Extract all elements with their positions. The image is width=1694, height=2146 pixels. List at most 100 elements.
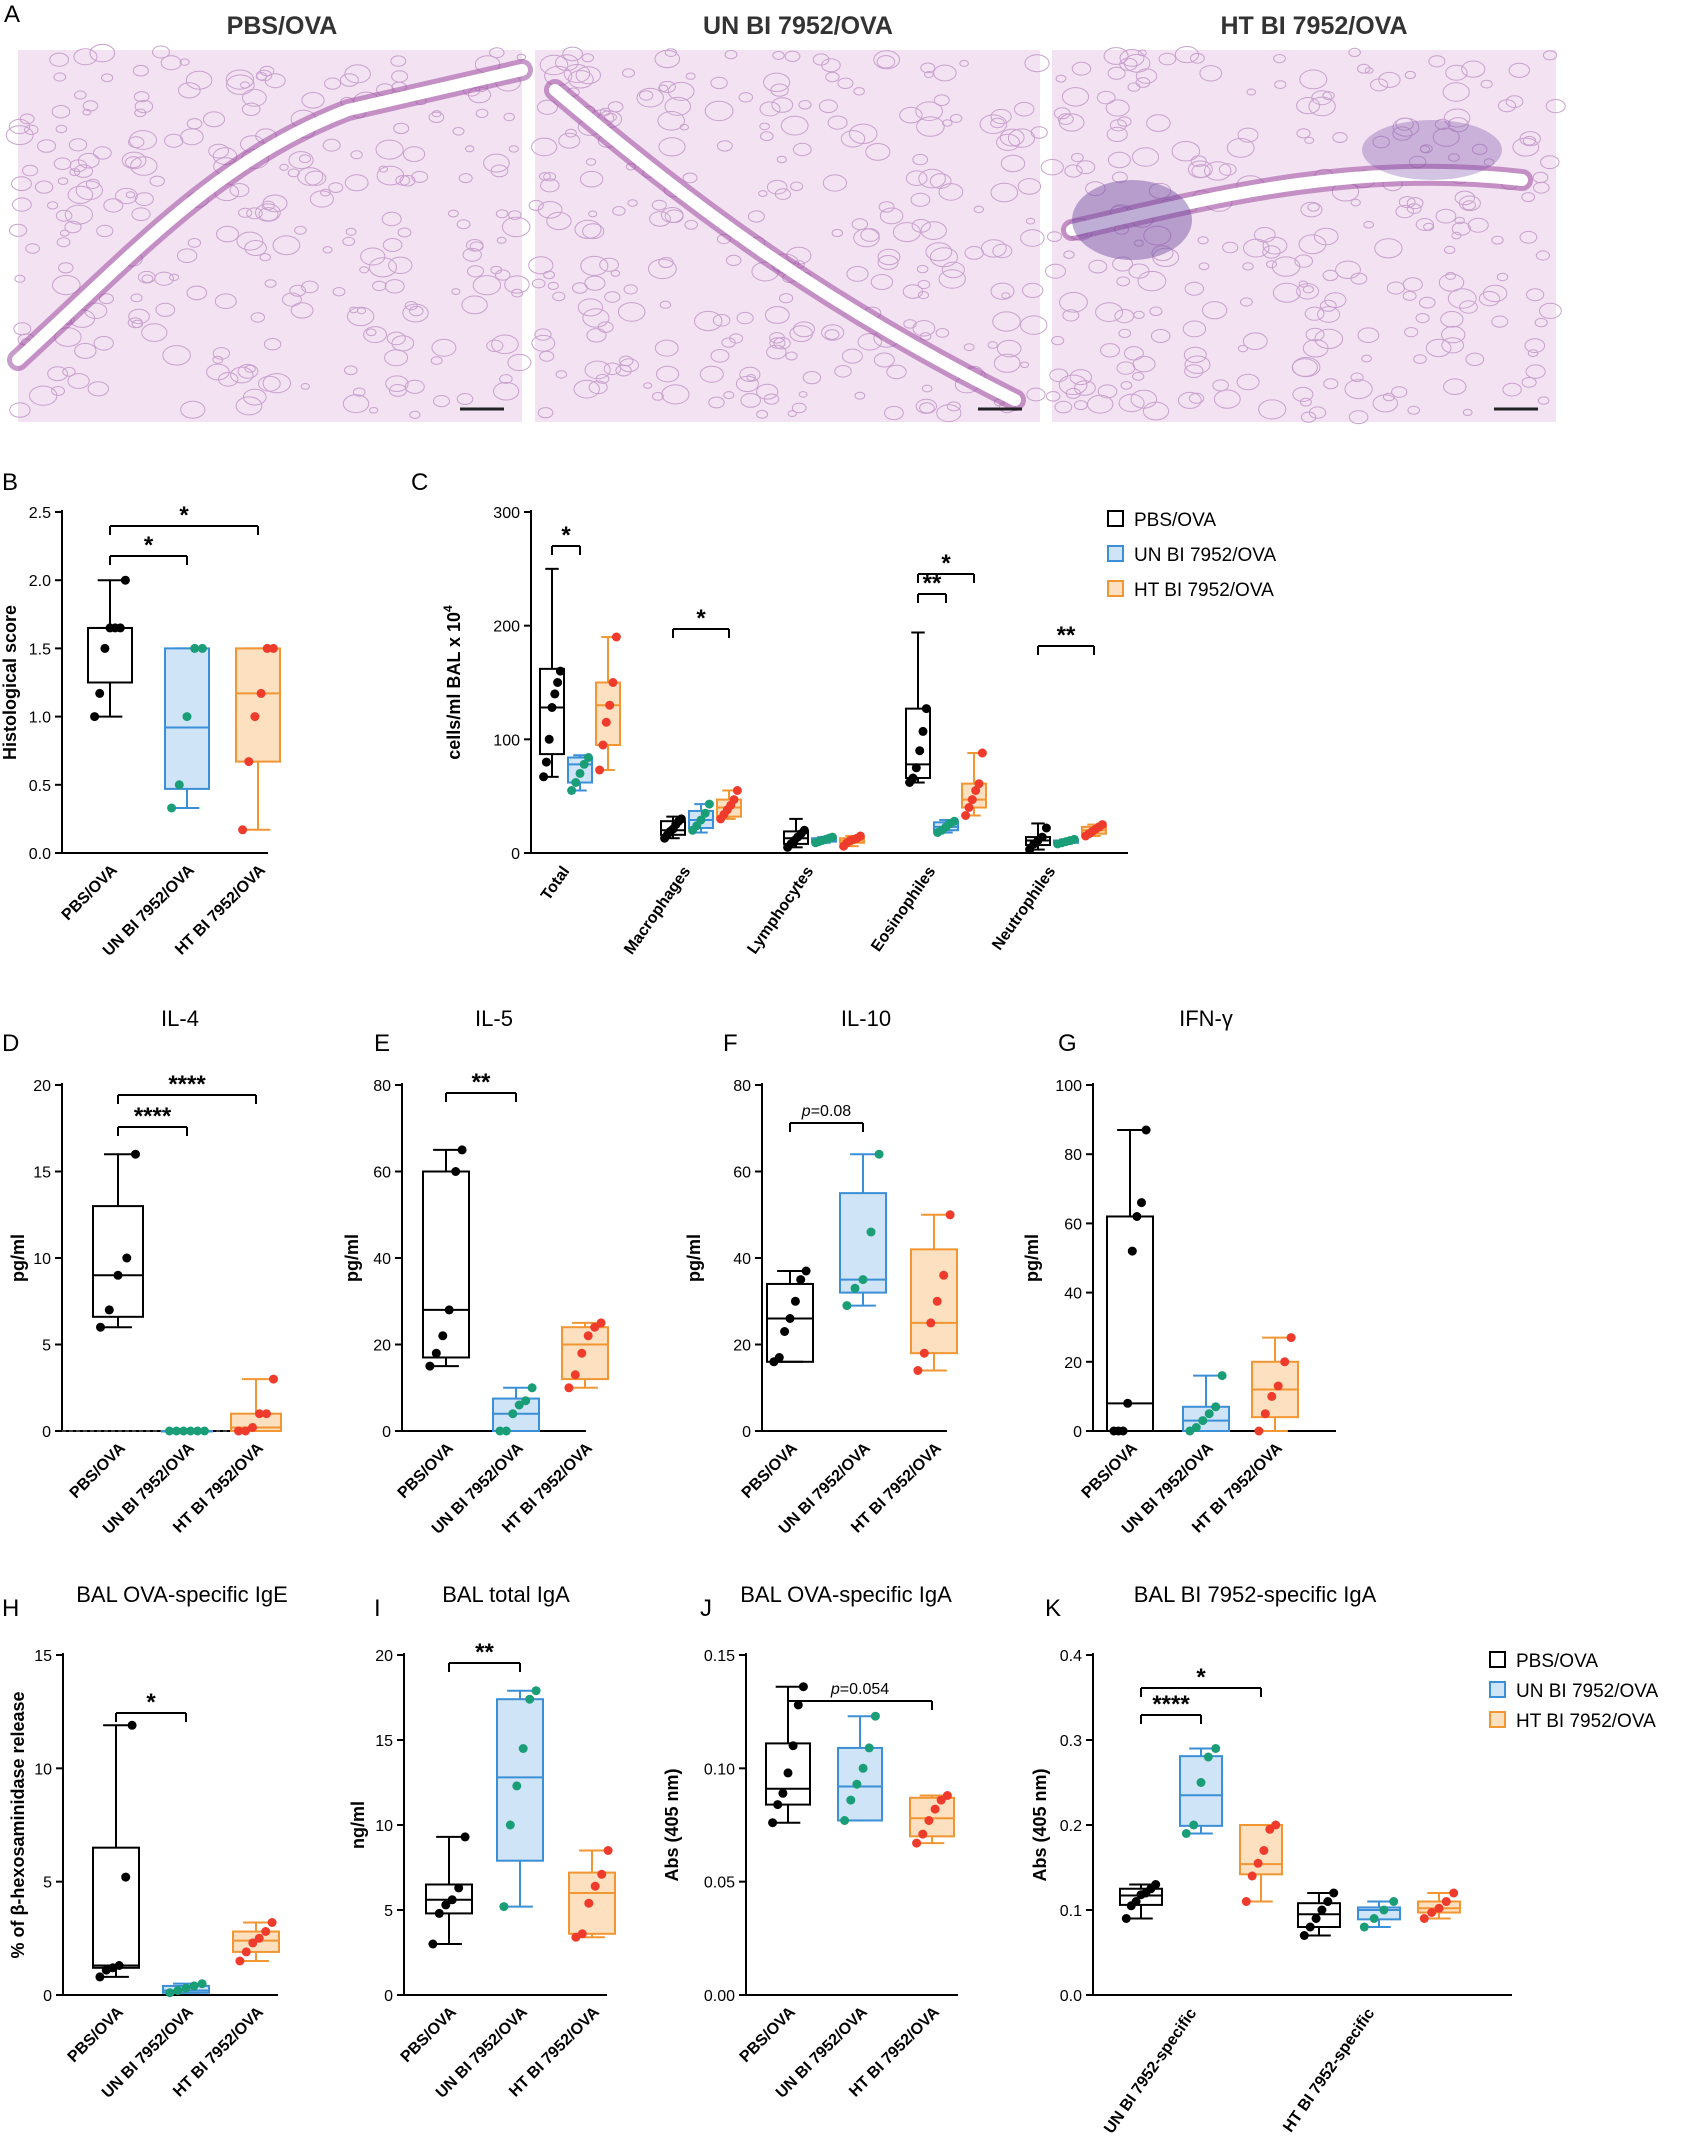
data-point — [173, 1986, 183, 1995]
alveolus — [388, 256, 413, 274]
alveolus — [1237, 127, 1259, 143]
alveolus — [682, 172, 698, 184]
alveolus — [399, 174, 416, 187]
alveolus — [344, 174, 369, 192]
y-tick-label: 0 — [1073, 1424, 1082, 1441]
data-point — [1267, 1391, 1277, 1401]
cell-infiltrate — [1072, 180, 1192, 260]
alveolus — [1545, 99, 1566, 114]
alveolus — [1413, 354, 1427, 365]
alveolus — [1065, 387, 1082, 399]
alveolus — [372, 280, 387, 292]
data-point — [1369, 1914, 1379, 1923]
data-point — [571, 778, 581, 787]
alveolus — [458, 173, 473, 184]
alveolus — [648, 258, 677, 280]
alveolus — [130, 156, 158, 176]
data-point — [1211, 1744, 1221, 1753]
y-tick-label: 0.10 — [704, 1761, 735, 1778]
alveolus — [501, 216, 531, 238]
alveolus — [328, 182, 344, 194]
data-point — [248, 1423, 257, 1432]
data-point — [846, 1795, 856, 1805]
alveolus — [24, 124, 39, 136]
alveolus — [619, 358, 640, 373]
y-tick-label: 15 — [375, 1733, 393, 1750]
alveolus — [915, 101, 943, 121]
data-point — [555, 666, 565, 676]
alveolus — [369, 407, 379, 414]
alveolus — [920, 62, 936, 74]
alveolus — [264, 279, 277, 288]
alveolus — [1392, 126, 1413, 141]
alveolus — [309, 190, 334, 208]
alveolus — [802, 371, 822, 385]
data-point — [796, 1275, 806, 1285]
alveolus — [1096, 90, 1116, 105]
alveolus — [467, 265, 484, 278]
alveolus — [1273, 54, 1286, 64]
alveolus — [1064, 164, 1083, 178]
alveolus — [1049, 368, 1069, 383]
alveolus — [96, 224, 114, 238]
alveolus — [769, 332, 785, 344]
alveolus — [684, 219, 699, 230]
alveolus — [52, 275, 81, 296]
alveolus — [1382, 392, 1395, 402]
alveolus — [1134, 239, 1144, 247]
alveolus — [848, 123, 878, 145]
y-tick-label: 0.4 — [1060, 1648, 1082, 1665]
alveolus — [925, 242, 953, 262]
alveolus — [208, 143, 230, 159]
alveolus — [187, 238, 202, 248]
alveolus — [1246, 88, 1257, 96]
alveolus — [1534, 317, 1548, 328]
alveolus — [1451, 231, 1462, 240]
alveolus — [1521, 377, 1537, 388]
data-point — [913, 1366, 923, 1375]
panel-letter-B: B — [2, 469, 18, 496]
alveolus — [11, 176, 32, 192]
alveolus — [877, 248, 901, 266]
y-tick-label: 0 — [43, 1988, 52, 2005]
alveolus — [710, 349, 730, 363]
alveolus — [936, 404, 962, 423]
category-label: HT BI 7952-specific — [1280, 2005, 1378, 2135]
alveolus — [339, 73, 359, 87]
alveolus — [89, 43, 116, 63]
alveolus — [798, 391, 808, 398]
data-point — [945, 1210, 955, 1220]
data-point — [1247, 1871, 1257, 1881]
y-axis-label: pg/ml — [8, 1234, 28, 1282]
alveolus — [1372, 135, 1390, 149]
alveolus — [584, 275, 606, 291]
alveolus — [1323, 378, 1339, 390]
box-0-4 — [1025, 822, 1051, 855]
alveolus — [359, 266, 370, 274]
alveolus — [1242, 262, 1254, 271]
data-point — [182, 712, 192, 722]
alveolus — [1222, 241, 1239, 254]
alveolus — [884, 405, 904, 421]
alveolus — [456, 219, 471, 230]
y-axis-label: Abs (405 nm) — [1030, 1768, 1050, 1881]
alveolus — [724, 49, 738, 60]
alveolus — [1236, 373, 1260, 391]
alveolus — [132, 64, 149, 77]
significance-label: **** — [168, 1071, 206, 1098]
chart-title: BAL total IgA — [442, 1582, 570, 1607]
alveolus — [999, 128, 1025, 147]
box-1 — [164, 643, 210, 813]
alveolus — [1226, 138, 1255, 158]
alveolus — [186, 285, 208, 301]
alveolus — [746, 374, 756, 381]
box-0 — [765, 1682, 811, 1828]
alveolus — [402, 303, 429, 323]
alveolus — [921, 384, 933, 393]
alveolus — [1454, 190, 1476, 206]
y-tick-label: 0.3 — [1060, 1733, 1082, 1750]
